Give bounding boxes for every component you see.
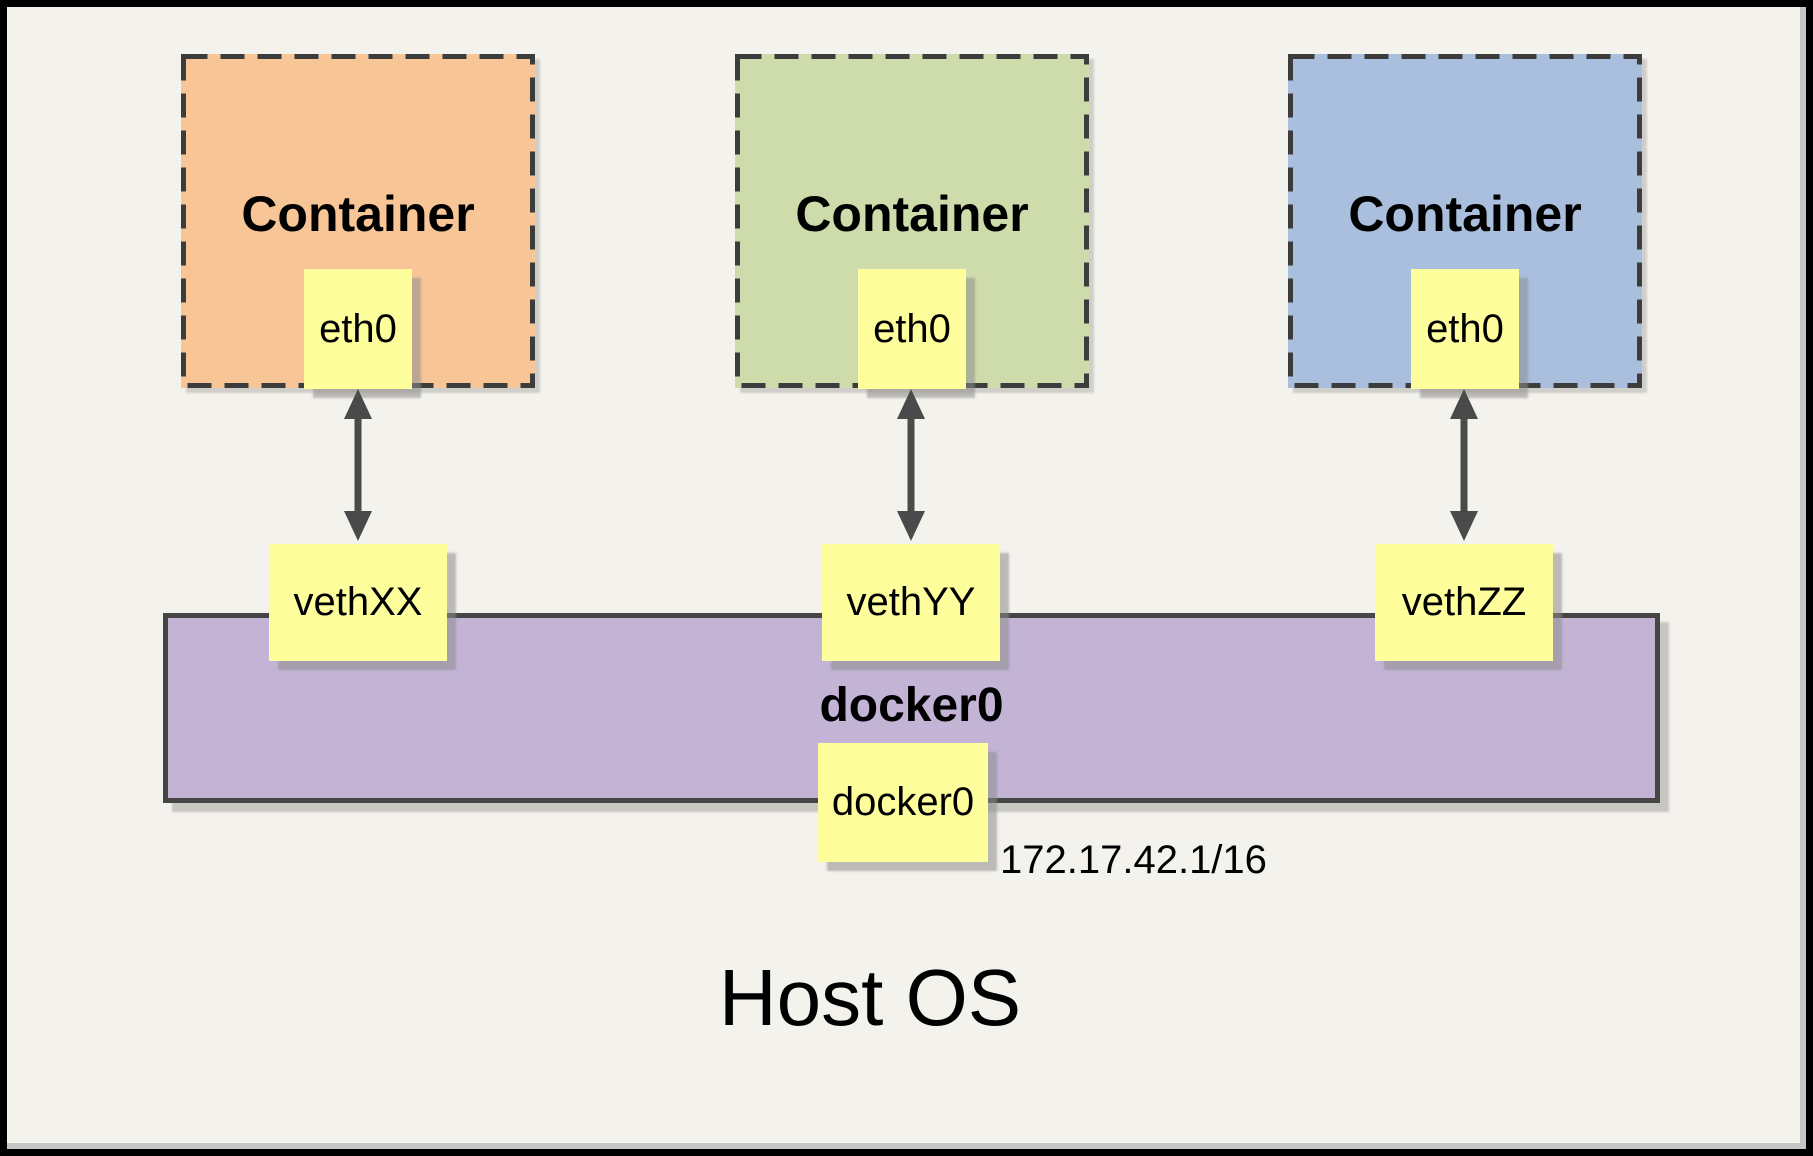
container-label: Container [1348, 186, 1582, 242]
docker0-interface-box: docker0 [818, 743, 988, 862]
bidirectional-arrow-icon [897, 389, 925, 541]
eth0-interface-box: eth0 [304, 269, 412, 389]
bidirectional-arrow-icon [1450, 389, 1478, 541]
eth0-interface-box: eth0 [1411, 269, 1519, 389]
bridge-ip-label: 172.17.42.1/16 [1000, 838, 1267, 882]
container-box-1: Container eth0 [181, 54, 535, 389]
veth-box-1: vethXX [269, 544, 447, 661]
container-box-3: Container eth0 [1288, 54, 1642, 389]
docker0-bridge-label: docker0 [819, 679, 1004, 732]
host-os-label: Host OS [718, 953, 1022, 1042]
bidirectional-arrow-icon [344, 389, 372, 541]
container-box-2: Container eth0 [735, 54, 1089, 389]
container-label: Container [795, 186, 1029, 242]
veth-box-3: vethZZ [1375, 544, 1553, 661]
eth0-interface-box: eth0 [858, 269, 966, 389]
container-label: Container [241, 186, 475, 242]
veth-box-2: vethYY [822, 544, 1000, 661]
